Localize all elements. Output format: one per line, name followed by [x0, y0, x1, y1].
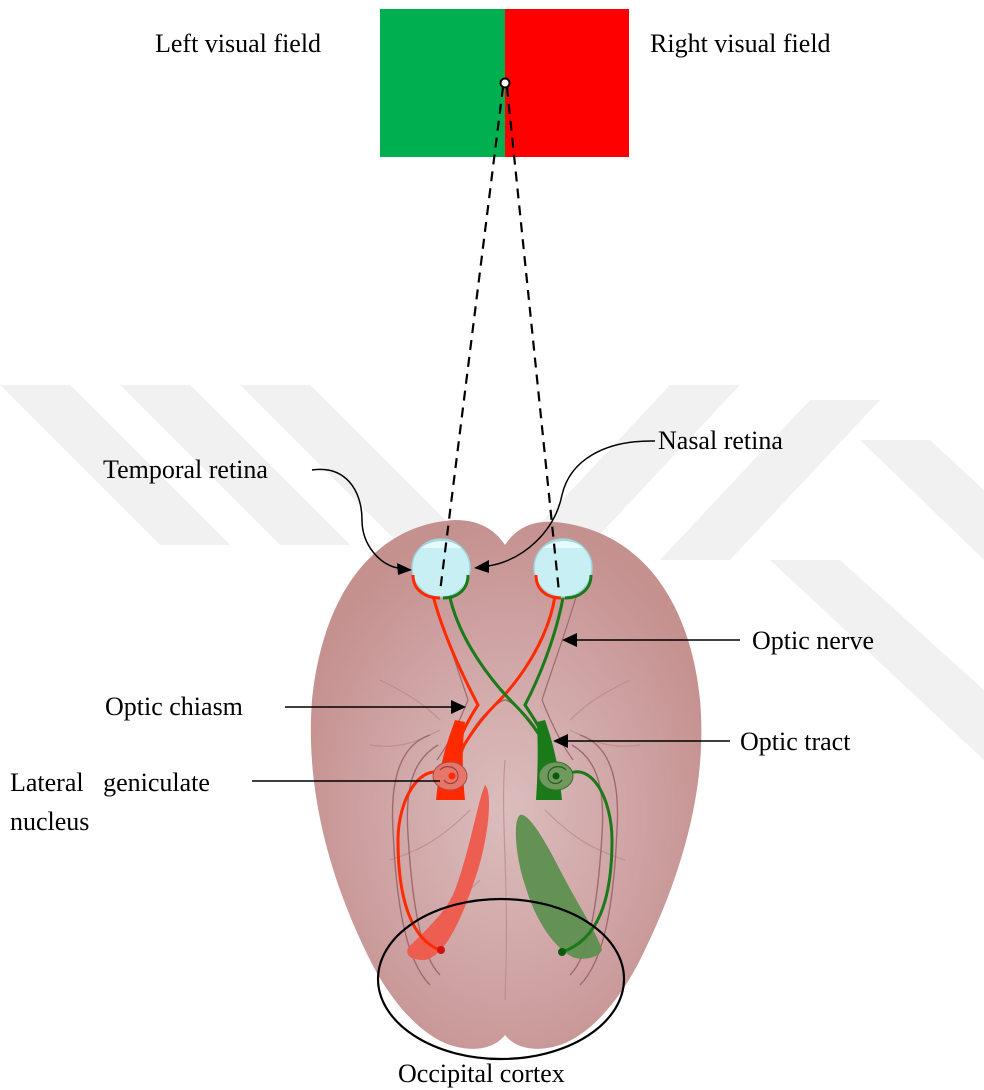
right-visual-field-label: Right visual field	[650, 29, 831, 58]
watermark-stripe	[860, 440, 984, 560]
occipital-cortex-label: Occipital cortex	[398, 1059, 565, 1088]
nasal-retina-label: Nasal retina	[658, 426, 783, 455]
right-lgn-dot	[553, 773, 560, 780]
fixation-point	[501, 79, 510, 88]
lgn-right	[539, 762, 573, 790]
right-cortex-terminal	[558, 948, 566, 956]
left-cortex-terminal	[437, 946, 445, 954]
optic-chiasm-label: Optic chiasm	[105, 692, 243, 721]
lateral-geniculate-label-line1: Lateral geniculate	[10, 768, 210, 797]
left-visual-field-label: Left visual field	[155, 29, 321, 58]
left-visual-field-area	[380, 9, 505, 157]
right-line-of-sight	[507, 87, 559, 592]
right-visual-field-area	[505, 9, 629, 157]
left-eye	[412, 539, 470, 598]
lgn-left	[433, 762, 467, 790]
temporal-retina-label: Temporal retina	[103, 455, 268, 484]
brain	[311, 520, 702, 1049]
optic-tract-label: Optic tract	[740, 727, 851, 756]
line-of-sight	[440, 87, 559, 592]
left-lgn-dot	[449, 773, 456, 780]
right-eye	[534, 539, 592, 598]
lateral-geniculate-label-line2: nucleus	[10, 807, 89, 836]
visual-field-box	[380, 9, 629, 157]
left-line-of-sight	[440, 87, 503, 592]
optic-nerve-label: Optic nerve	[752, 626, 874, 655]
